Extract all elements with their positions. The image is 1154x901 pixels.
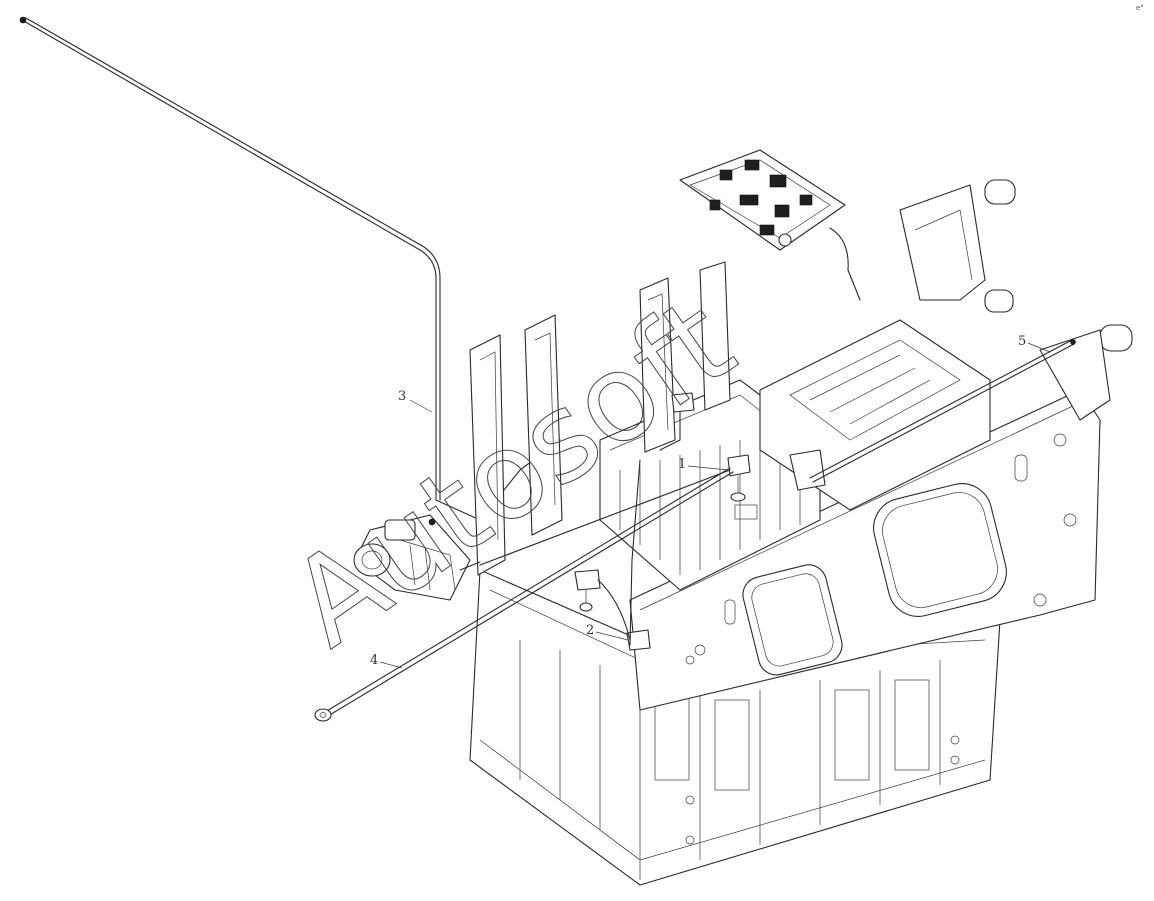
callout-3: 3 (398, 389, 406, 404)
harness-5[interactable] (809, 339, 1076, 483)
callout-1: 1 (678, 457, 686, 472)
mounting-brackets (469, 179, 1133, 576)
harness-2[interactable] (574, 459, 651, 651)
harness-4[interactable] (314, 467, 734, 722)
callout-4: 4 (370, 653, 378, 668)
callout-2: 2 (586, 623, 594, 638)
bms-control-board[interactable] (679, 149, 861, 301)
callout-5: 5 (1018, 334, 1026, 349)
callouts: 3 1 5 2 4 (370, 334, 1051, 669)
relay-assembly[interactable] (353, 514, 481, 601)
side-plate (629, 389, 1101, 711)
corner-mark: e° (1136, 4, 1144, 12)
